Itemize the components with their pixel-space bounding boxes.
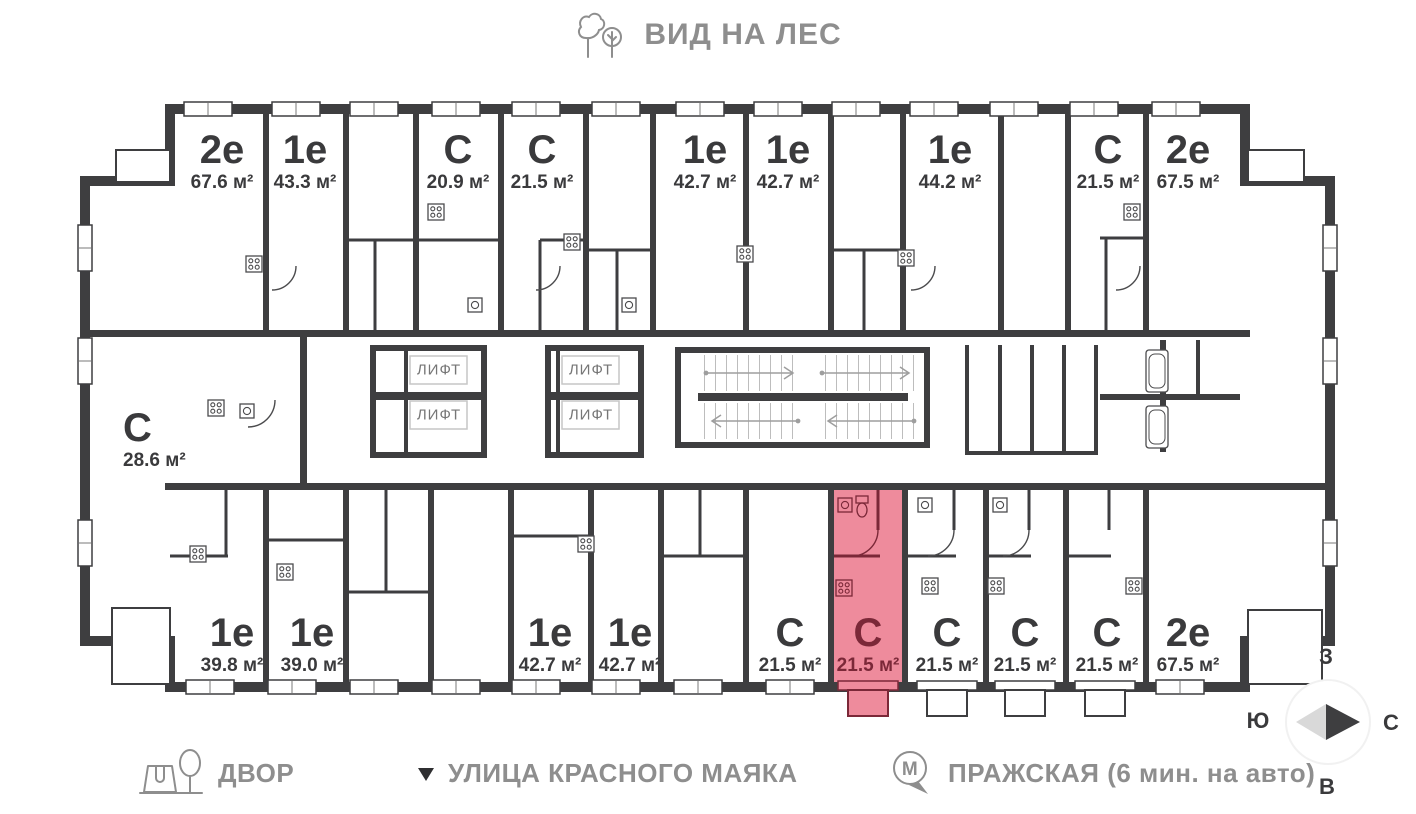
unit-bottom-7[interactable]: С 21.5 м² [994, 613, 1057, 677]
elevator-cabins [409, 355, 620, 430]
unit-type: 1е [209, 611, 255, 655]
unit-area: 67.6 м² [190, 172, 254, 193]
unit-top-0[interactable]: 2е 67.6 м² [191, 130, 254, 194]
interior-partitions [170, 236, 1143, 594]
compass-arrow-head [1326, 704, 1360, 740]
balconies [111, 149, 1323, 717]
unit-top-8[interactable]: 2е 67.5 м² [1157, 130, 1220, 194]
metro-icon: М [893, 751, 928, 794]
view-title-text: ВИД НА ЛЕС [644, 18, 842, 51]
unit-bottom-6[interactable]: С 21.5 м² [916, 613, 979, 677]
elevator-label: ЛИФТ [568, 361, 614, 379]
selected-unit-fixtures [834, 490, 880, 597]
unit-area: 44.2 м² [918, 172, 982, 193]
unit-area: 20.9 м² [426, 172, 490, 193]
unit-type: 1е [682, 128, 728, 172]
legend-yard-label: ДВОР [218, 757, 295, 788]
unit-area: 43.3 м² [273, 172, 337, 193]
unit-type: С [123, 406, 152, 450]
unit-type: 1е [765, 128, 811, 172]
unit-type: 1е [927, 128, 973, 172]
legend-metro-label: ПРАЖСКАЯ (6 мин. на авто) [948, 757, 1316, 788]
unit-type: С [932, 611, 962, 655]
unit-type: С [1092, 611, 1122, 655]
unit-type: С [775, 611, 805, 655]
compass-arrow-tail [1296, 704, 1326, 740]
unit-area: 42.7 м² [756, 172, 820, 193]
elevator-label: ЛИФТ [416, 406, 462, 424]
unit-type: С [1010, 611, 1040, 655]
elevator-label: ЛИФТ [568, 406, 614, 424]
unit-left[interactable]: С 28.6 м² [123, 408, 186, 472]
doors [247, 265, 1141, 557]
unit-top-5[interactable]: 1е 42.7 м² [757, 130, 820, 194]
unit-type: С [443, 128, 473, 172]
unit-type: С [853, 611, 883, 655]
stairs [675, 347, 930, 448]
unit-area: 21.5 м² [915, 655, 979, 676]
unit-bottom-5-selected[interactable]: С 21.5 м² [837, 613, 900, 677]
unit-top-4[interactable]: 1е 42.7 м² [674, 130, 737, 194]
legend-metro: М ПРАЖСКАЯ (6 мин. на авто) [888, 748, 1315, 798]
legend-yard: ДВОР [138, 746, 294, 800]
unit-top-7[interactable]: С 21.5 м² [1077, 130, 1140, 194]
unit-type: 2е [199, 128, 245, 172]
street-marker-icon [418, 768, 434, 781]
unit-bottom-9[interactable]: 2е 67.5 м² [1157, 613, 1220, 677]
right-core-walls [965, 340, 1240, 455]
unit-area: 28.6 м² [123, 450, 186, 471]
unit-bottom-4[interactable]: С 21.5 м² [759, 613, 822, 677]
unit-type: 1е [289, 611, 335, 655]
unit-type: С [1093, 128, 1123, 172]
elevator-label: ЛИФТ [416, 361, 462, 379]
unit-area: 42.7 м² [598, 655, 662, 676]
unit-bottom-8[interactable]: С 21.5 м² [1076, 613, 1139, 677]
compass-east: В [1319, 774, 1335, 799]
unit-area: 42.7 м² [673, 172, 737, 193]
unit-type: С [527, 128, 557, 172]
unit-type: 1е [607, 611, 653, 655]
metro-letter: М [902, 759, 918, 780]
view-title: ВИД НА ЛЕС [0, 10, 1416, 60]
legend-street-label: УЛИЦА КРАСНОГО МАЯКА [448, 758, 798, 788]
unit-bottom-0[interactable]: 1е 39.8 м² [201, 613, 264, 677]
unit-top-6[interactable]: 1е 44.2 м² [919, 130, 982, 194]
unit-type: 2е [1165, 611, 1211, 655]
unit-type: 1е [527, 611, 573, 655]
compass-west: З [1319, 644, 1333, 669]
selected-unit-balcony[interactable] [837, 680, 899, 717]
compass-graphic [1285, 679, 1371, 765]
unit-area: 21.5 м² [836, 655, 900, 676]
trees-icon [578, 12, 623, 58]
yard-icon [139, 749, 203, 794]
unit-area: 21.5 м² [758, 655, 822, 676]
unit-area: 67.5 м² [1156, 172, 1220, 193]
unit-bottom-2[interactable]: 1е 42.7 м² [519, 613, 582, 677]
compass-south: Ю [1246, 708, 1270, 733]
unit-area: 21.5 м² [1075, 655, 1139, 676]
unit-top-1[interactable]: 1е 43.3 м² [274, 130, 337, 194]
unit-bottom-1[interactable]: 1е 39.0 м² [281, 613, 344, 677]
unit-top-3[interactable]: С 21.5 м² [511, 130, 574, 194]
unit-area: 39.8 м² [200, 655, 264, 676]
unit-area: 21.5 м² [993, 655, 1057, 676]
unit-area: 39.0 м² [280, 655, 344, 676]
unit-top-2[interactable]: С 20.9 м² [427, 130, 490, 194]
unit-area: 42.7 м² [518, 655, 582, 676]
unit-area: 67.5 м² [1156, 655, 1220, 676]
unit-bottom-3[interactable]: 1е 42.7 м² [599, 613, 662, 677]
legend-street: УЛИЦА КРАСНОГО МАЯКА [418, 758, 798, 789]
unit-area: 21.5 м² [1076, 172, 1140, 193]
unit-area: 21.5 м² [510, 172, 574, 193]
compass-north: С [1383, 710, 1399, 735]
elevator-core-walls [370, 345, 644, 458]
unit-type: 2е [1165, 128, 1211, 172]
unit-type: 1е [282, 128, 328, 172]
unit-divider-walls [90, 114, 1335, 682]
